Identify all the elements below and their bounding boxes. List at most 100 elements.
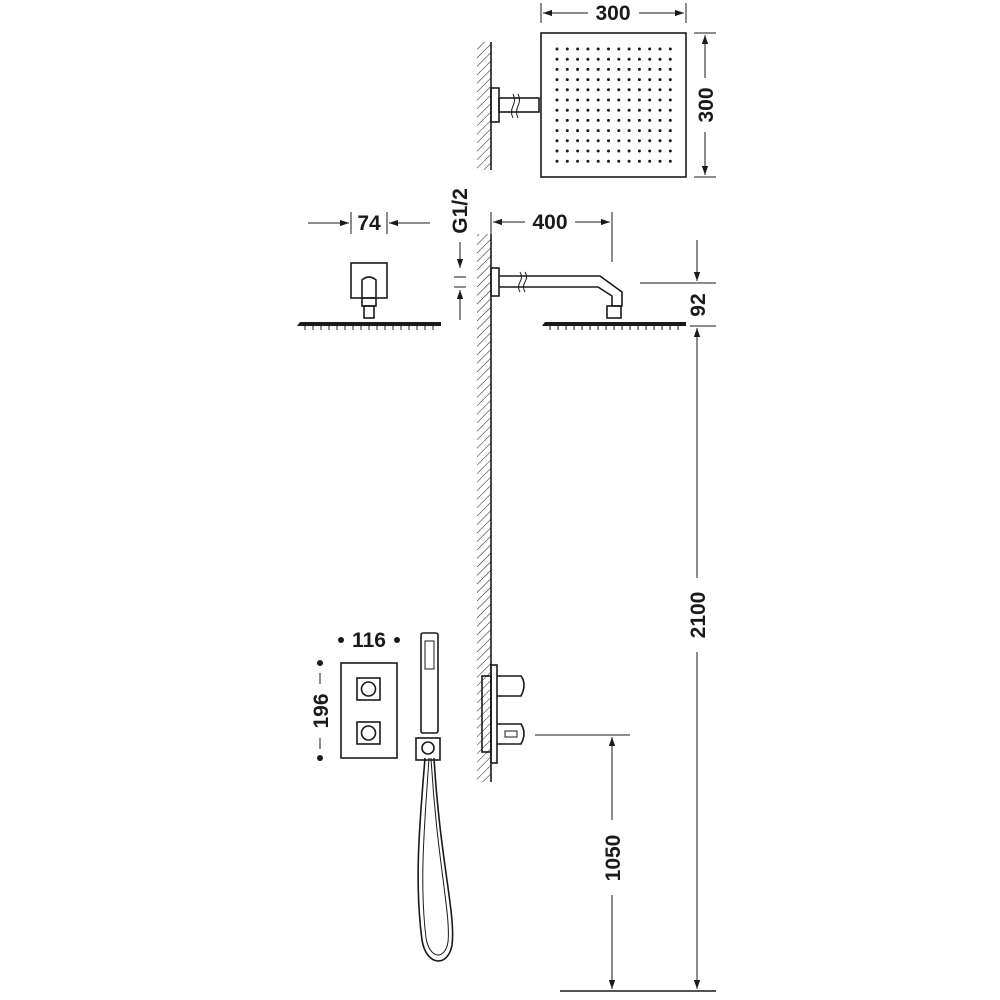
nozzle-dot [617, 139, 621, 143]
nozzle-dot [607, 118, 610, 122]
nozzle-dot [555, 47, 559, 51]
wall-hatch [477, 234, 491, 782]
dim-head-height-floor-label: 2100 [687, 592, 710, 639]
flange-plate [350, 262, 388, 299]
nozzle-dot [555, 129, 559, 133]
nozzle-dot [565, 67, 569, 71]
nozzle-dot [576, 78, 580, 82]
nozzle-dot [627, 88, 631, 92]
nozzle-dot [607, 57, 610, 61]
top-wall-hatch [477, 42, 491, 170]
head-connector-front [363, 305, 375, 319]
dim-dot [317, 660, 323, 666]
nozzle-dot [586, 108, 590, 112]
nozzle-dot [627, 159, 631, 163]
valve-plate [490, 664, 498, 764]
nozzle-dot [658, 88, 662, 92]
hand-shower-holder-outlet [421, 741, 435, 755]
nozzle-dot [576, 118, 580, 122]
dim-head-width: 300 [540, 2, 687, 25]
nozzle-dot [658, 47, 662, 51]
shower-head-side [542, 322, 686, 326]
nozzle-dot [658, 139, 662, 143]
nozzle-dot [658, 98, 662, 102]
dim-valve-height-label: 196 [310, 693, 333, 728]
nozzle-dot [658, 118, 662, 122]
nozzle-dot [565, 118, 569, 122]
nozzle-dot [586, 149, 590, 153]
shower-head-square [540, 32, 687, 178]
nozzle-dot [576, 129, 580, 133]
shower-head-nozzles [555, 47, 672, 163]
top-view [477, 32, 687, 178]
nozzle-dot [668, 159, 672, 163]
nozzle-dot [627, 129, 631, 133]
nozzle-dot [576, 57, 580, 61]
nozzle-dot [555, 139, 559, 143]
dim-arm-length: 400 [490, 211, 613, 262]
dim-flange-width-label: 74 [357, 212, 381, 235]
shower-head-front [297, 322, 441, 326]
nozzle-dot [555, 78, 559, 82]
hand-shower-holder [415, 737, 441, 761]
nozzle-dot [668, 98, 672, 102]
nozzle-dot [627, 78, 631, 82]
nozzle-dot [627, 118, 631, 122]
nozzle-dot [596, 159, 600, 163]
valve-knob-upper-center [360, 681, 377, 697]
dim-connection: G1/2 [449, 188, 472, 320]
dim-valve-width: 116 [338, 629, 400, 652]
nozzle-dot [668, 47, 672, 51]
nozzle-dot [648, 129, 652, 133]
nozzle-dot [627, 47, 631, 51]
nozzle-dot [668, 88, 672, 92]
nozzle-dot [648, 78, 652, 82]
nozzle-dot [637, 149, 641, 153]
nozzle-dot [627, 57, 631, 61]
valve-body-recess [481, 675, 492, 753]
nozzle-dot [637, 47, 641, 51]
nozzle-dot [586, 78, 590, 82]
hand-shower [415, 632, 454, 962]
nozzle-dot [586, 139, 590, 143]
nozzle-dot [607, 88, 610, 92]
nozzle-dot [586, 57, 590, 61]
nozzle-dot [617, 78, 621, 82]
hand-shower-spray-face [424, 640, 435, 670]
nozzle-dot [596, 149, 600, 153]
hand-shower-hose-inner [422, 757, 449, 956]
valve-knob-lower-center [360, 725, 377, 741]
nozzle-dot [555, 118, 559, 122]
nozzle-dot [586, 159, 590, 163]
nozzle-dot [596, 57, 600, 61]
nozzle-dot [668, 78, 672, 82]
arm-wall-flange [490, 267, 500, 297]
shower-head-side-nozzles [549, 326, 679, 330]
nozzle-dot [648, 108, 652, 112]
head-connector [606, 305, 622, 319]
hand-shower-hose [417, 757, 454, 962]
nozzle-dot [627, 98, 631, 102]
nozzle-dot [658, 57, 662, 61]
nozzle-dot [658, 108, 662, 112]
nozzle-dot [627, 139, 631, 143]
nozzle-dot [596, 78, 600, 82]
nozzle-dot [668, 118, 672, 122]
nozzle-dot [648, 149, 652, 153]
nozzle-dot [596, 47, 600, 51]
nozzle-dot [586, 88, 590, 92]
valve-knob-lower [356, 721, 381, 745]
nozzle-dot [565, 108, 569, 112]
top-wall-flange [490, 87, 500, 123]
nozzle-dot [627, 108, 631, 112]
nozzle-dot [596, 129, 600, 133]
dim-connection-label: G1/2 [449, 188, 472, 234]
nozzle-dot [658, 129, 662, 133]
nozzle-dot [586, 47, 590, 51]
nozzle-dot [607, 108, 610, 112]
dim-valve-height: 196 [310, 660, 333, 761]
nozzle-dot [617, 67, 621, 71]
shower-arm [499, 275, 623, 307]
valve-knob-upper [356, 677, 381, 701]
nozzle-dot [627, 149, 631, 153]
